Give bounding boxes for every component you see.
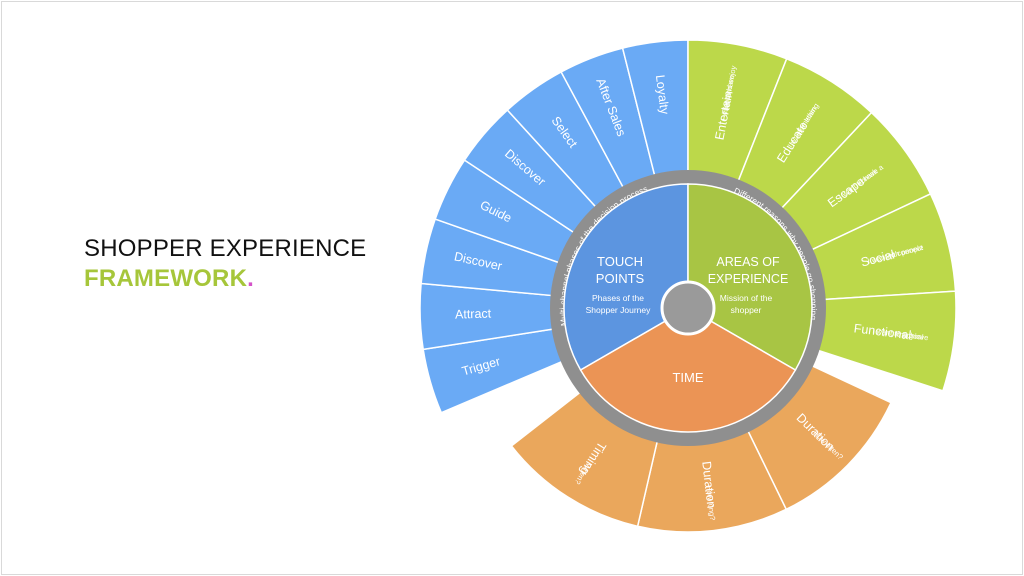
touch-points-title-1: TOUCH xyxy=(597,254,643,269)
time-label: Duration xyxy=(699,461,718,510)
areas-core xyxy=(687,183,813,372)
touch-points-sub-2: Shopper Journey xyxy=(586,305,651,315)
touch-points-core xyxy=(563,183,689,372)
area-sub-label: my goal xyxy=(897,329,925,341)
time-core xyxy=(579,307,797,433)
time-sub-label: How long? xyxy=(704,485,717,521)
outer-segments: TriggerAttractDiscoverGuideDiscoverSelec… xyxy=(419,39,957,533)
title-line-1: SHOPPER EXPERIENCE xyxy=(84,235,367,262)
time-title: TIME xyxy=(672,370,703,385)
touch-point-label: Loyalty xyxy=(653,74,672,116)
areas-title-1: AREAS OF xyxy=(716,255,780,269)
areas-sub-2: shopper xyxy=(731,305,762,315)
touch-point-label: Attract xyxy=(455,307,492,322)
areas-sub-1: Mission of the xyxy=(720,293,773,303)
core-sectors xyxy=(563,183,813,433)
center-hub xyxy=(660,280,716,336)
areas-title-2: EXPERIENCE xyxy=(708,272,789,286)
area-segment-functional xyxy=(816,290,957,392)
touch-points-title-2: POINTS xyxy=(596,271,645,286)
page-title: SHOPPER EXPERIENCE FRAMEWORK. xyxy=(84,234,366,294)
title-line-2-text: FRAMEWORK xyxy=(84,265,248,292)
touch-points-sub-1: Phases of the xyxy=(592,293,644,303)
title-line-2: FRAMEWORK. xyxy=(84,264,366,294)
title-dot: . xyxy=(247,265,254,292)
